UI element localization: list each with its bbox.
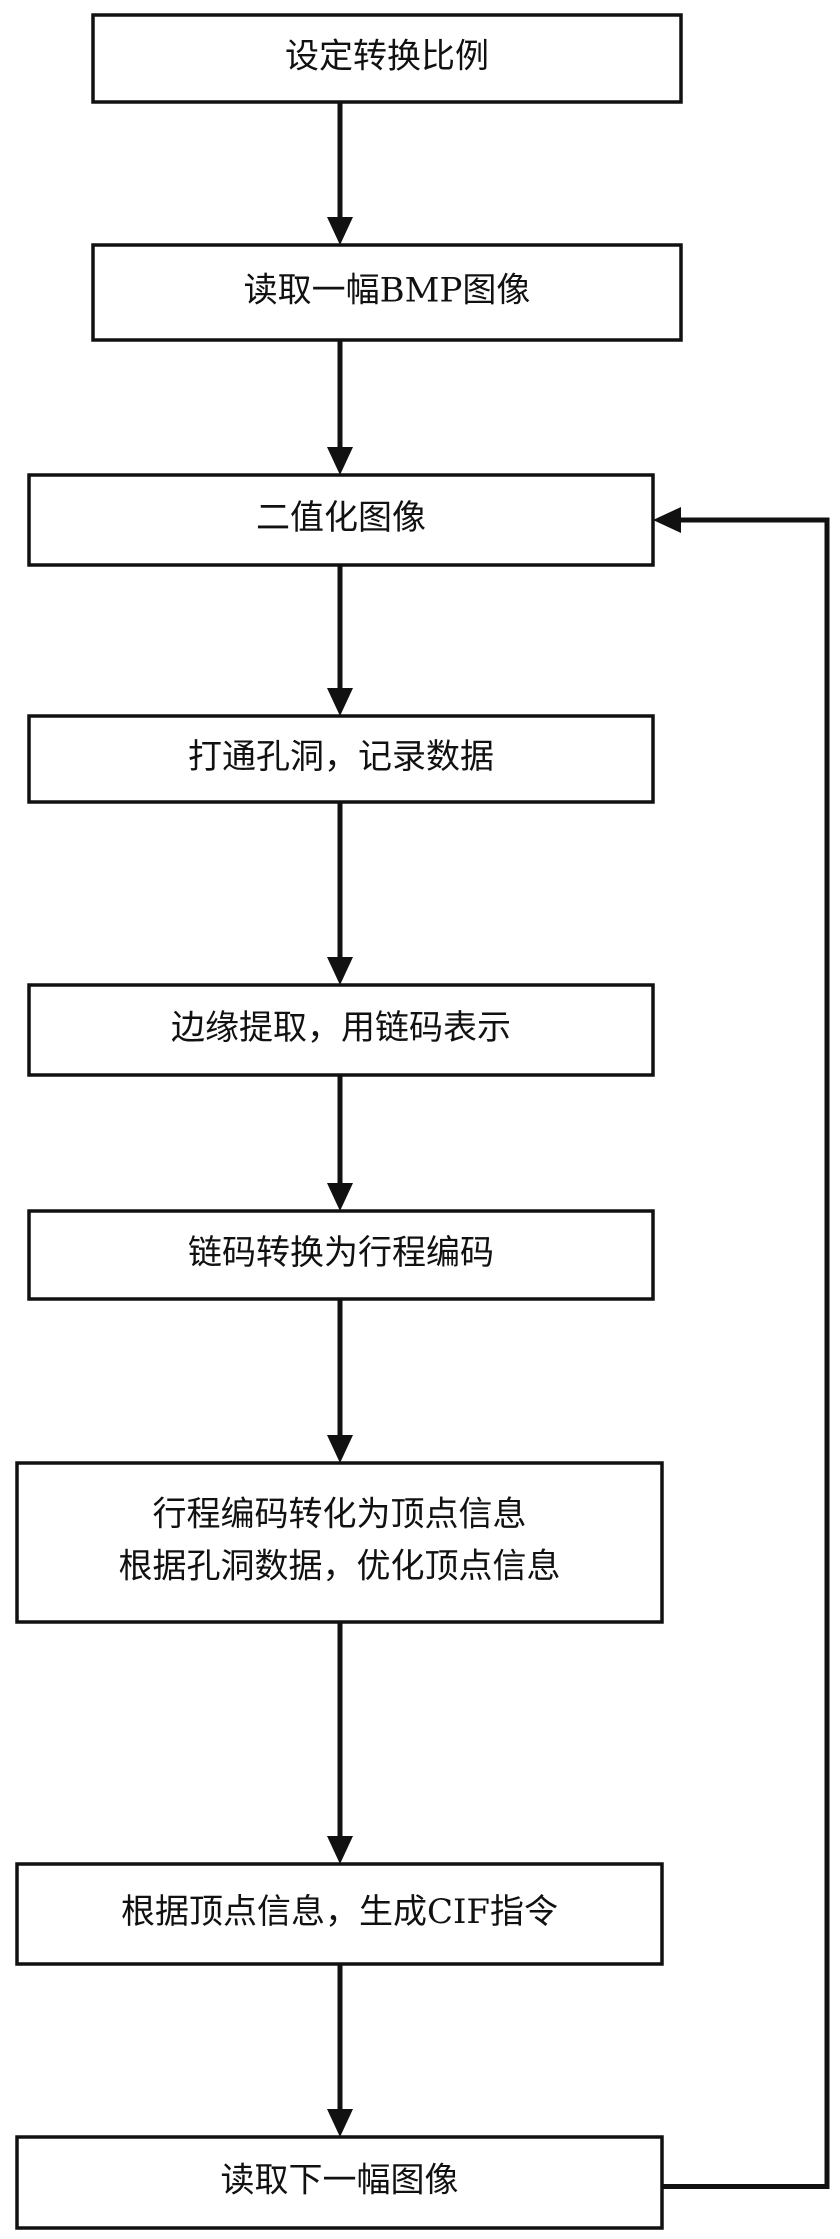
arrowhead-down-icon [327, 1183, 353, 1211]
step-box [15, 2135, 664, 2230]
step-label: 根据孔洞数据，优化顶点信息 [119, 1547, 561, 1587]
edge-read-next-to-binarize [653, 507, 830, 2189]
edge-binarize-to-open-holes [327, 565, 353, 716]
step-box [15, 1862, 664, 1966]
step-read-next: 读取下一幅图像 [15, 2135, 664, 2230]
step-box [27, 473, 655, 567]
step-box [91, 243, 683, 342]
step-set-ratio: 设定转换比例 [91, 13, 683, 104]
step-label: 边缘提取，用链码表示 [171, 1008, 511, 1048]
step-label: 根据顶点信息，生成CIF指令 [121, 1892, 558, 1932]
arrowhead-down-icon [327, 217, 353, 245]
step-label: 行程编码转化为顶点信息 [153, 1495, 527, 1535]
step-label: 设定转换比例 [285, 37, 489, 77]
edge-generate-cif-to-read-next [327, 1964, 353, 2137]
step-label: 读取下一幅图像 [221, 2161, 459, 2201]
step-label: 二值化图像 [256, 498, 426, 538]
step-box [91, 13, 683, 104]
arrowhead-down-icon [327, 1836, 353, 1864]
nodes-layer: 设定转换比例读取一幅BMP图像二值化图像打通孔洞，记录数据边缘提取，用链码表示链… [15, 13, 683, 2230]
step-read-bmp: 读取一幅BMP图像 [91, 243, 683, 342]
arrowhead-down-icon [327, 688, 353, 716]
edge-runlength-to-vertex-to-generate-cif [327, 1622, 353, 1864]
step-binarize: 二值化图像 [27, 473, 655, 567]
edge-open-holes-to-edge-extract [327, 802, 353, 985]
step-edge-extract: 边缘提取，用链码表示 [27, 983, 655, 1077]
step-label: 链码转换为行程编码 [188, 1233, 494, 1273]
step-box [27, 983, 655, 1077]
step-open-holes: 打通孔洞，记录数据 [27, 714, 655, 804]
loop-back-line [662, 517, 830, 2189]
step-label: 打通孔洞，记录数据 [188, 737, 494, 777]
step-chain-to-runlength: 链码转换为行程编码 [27, 1209, 655, 1301]
edge-chain-to-runlength-to-runlength-to-vertex [327, 1299, 353, 1463]
arrowhead-down-icon [327, 957, 353, 985]
step-label: 读取一幅BMP图像 [244, 271, 531, 311]
arrowhead-left-icon [653, 507, 681, 533]
step-box [27, 1209, 655, 1301]
step-generate-cif: 根据顶点信息，生成CIF指令 [15, 1862, 664, 1966]
edge-read-bmp-to-binarize [327, 340, 353, 475]
edge-edge-extract-to-chain-to-runlength [327, 1075, 353, 1211]
edges-layer [327, 102, 830, 2189]
arrowhead-down-icon [327, 2109, 353, 2137]
arrowhead-down-icon [327, 1435, 353, 1463]
edge-set-ratio-to-read-bmp [327, 102, 353, 245]
arrowhead-down-icon [327, 447, 353, 475]
step-box [27, 714, 655, 804]
step-box [15, 1461, 664, 1624]
